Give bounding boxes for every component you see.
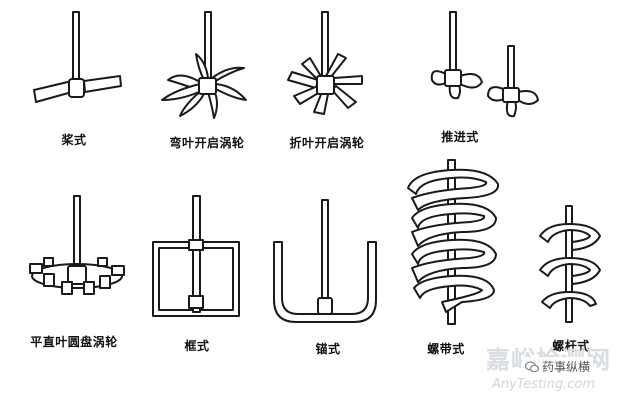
frame-impeller [152,195,240,317]
anchor-impeller [273,199,377,323]
paddle-impeller [33,11,122,103]
label-paddle: 桨式 [61,133,87,147]
label-flat-disc-turbine: 平直叶圆盘涡轮 [30,335,118,349]
wechat-icon [525,360,539,372]
watermark-wechat: 药事纵横 [522,357,594,376]
label-pitched-open-turbine: 折叶开启涡轮 [289,136,365,150]
label-curved-open-turbine: 弯叶开启涡轮 [169,136,245,150]
watermark-wechat-text: 药事纵横 [542,360,591,374]
label-frame: 框式 [184,339,210,353]
propeller-impeller [430,11,539,118]
disc-turbine [29,195,125,295]
label-anchor: 锚式 [315,342,341,356]
label-screw: 螺杆式 [552,339,590,353]
helical-ribbon-impeller [407,159,500,325]
label-propeller: 推进式 [441,130,479,144]
pitched-blade-turbine [287,11,363,115]
screw-impeller [539,205,601,323]
watermark-site-en: AnyTesting.com [492,377,596,392]
label-helical-ribbon: 螺带式 [427,342,465,356]
curved-blade-turbine [161,11,247,119]
